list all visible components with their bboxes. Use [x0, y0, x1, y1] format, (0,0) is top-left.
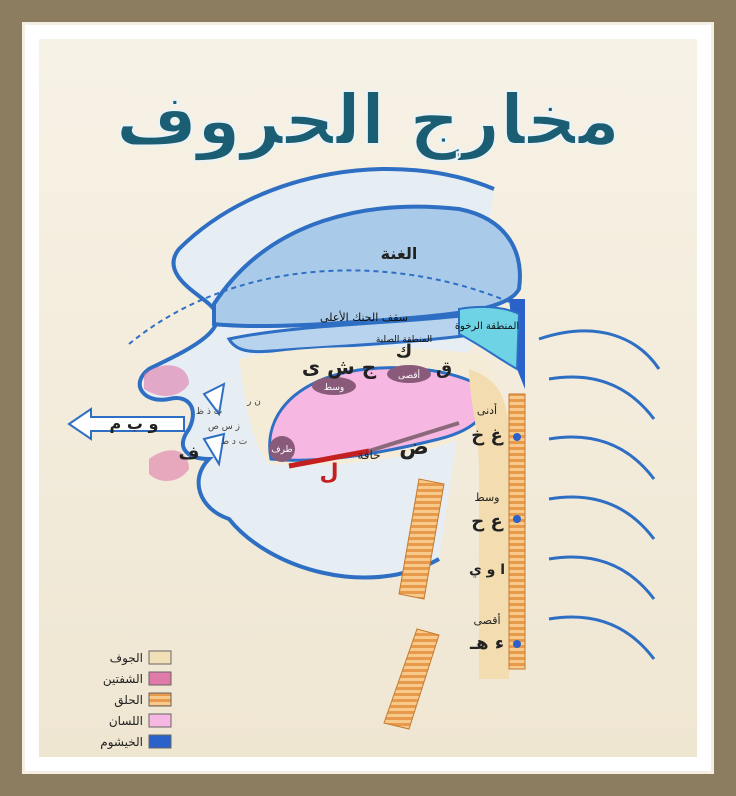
legend-swatch-nasal: [149, 735, 171, 748]
throat-point-upper: [513, 433, 521, 441]
legend-label-jawf: الجوف: [110, 651, 143, 666]
teeth-group-3: ت د ط: [221, 437, 248, 447]
tongue-back-label: أقصى: [398, 369, 420, 381]
teeth-group-4: ن ر: [246, 397, 261, 407]
legend-swatch-tongue: [149, 714, 171, 727]
throat-wasat-label: وسط: [475, 491, 500, 504]
jawf-letters: ا و ي: [469, 562, 505, 579]
tongue-middle-label: وسط: [324, 383, 344, 393]
diagram-paper: مخارج الحروف الغنة سقف الحنك الأعلى المن…: [39, 39, 697, 757]
diagram-card: مخارج الحروف الغنة سقف الحنك الأعلى المن…: [22, 22, 714, 774]
legend-swatch-lips: [149, 672, 171, 685]
articulation-diagram: مخارج الحروف الغنة سقف الحنك الأعلى المن…: [39, 39, 697, 757]
ghunna-label: الغنة: [381, 244, 418, 263]
ayn-ha-letters: ع ح: [471, 511, 503, 532]
teeth-group-2: ز س ص: [208, 422, 240, 432]
teeth-group-1: ث ذ ظ: [196, 407, 223, 417]
lips-letters: و ب م: [110, 414, 159, 433]
dad-letter: ض: [399, 435, 429, 460]
legend-label-lips: الشفتين: [103, 672, 143, 687]
lam-letter: ل: [319, 460, 338, 485]
qaf-letter: ق: [436, 358, 452, 379]
fa-letter: ف: [179, 443, 200, 464]
trachea-lower: [384, 629, 439, 729]
throat-point-lower: [513, 640, 521, 648]
jsy-letters: ج ش ى: [302, 355, 377, 379]
legend: الجوف الشفتين الحلق اللسان الخيشوم: [100, 651, 171, 750]
legend-label-throat: الحلق: [114, 693, 143, 708]
ghayn-kha-letters: غ خ: [471, 425, 503, 446]
legend-swatch-jawf: [149, 651, 171, 664]
throat-adna-label: أدنى: [477, 403, 497, 417]
tongue-tip-label: طرف: [271, 445, 292, 455]
legend-swatch-throat: [149, 693, 171, 706]
hafa-label: حافة: [357, 448, 380, 462]
page-title: مخارج الحروف: [116, 79, 620, 161]
throat-point-middle: [513, 515, 521, 523]
hamza-ha-letters: ء هـ: [469, 633, 504, 654]
kaf-letter: ك: [396, 341, 413, 362]
legend-label-tongue: اللسان: [109, 714, 143, 728]
spine: [539, 331, 659, 659]
throat-aqsa-label: أقصى: [473, 613, 500, 627]
soft-zone-label: المنطقة الرخوة: [455, 321, 519, 332]
hard-palate-label: سقف الحنك الأعلى: [320, 310, 408, 324]
legend-label-nasal: الخيشوم: [100, 735, 143, 750]
